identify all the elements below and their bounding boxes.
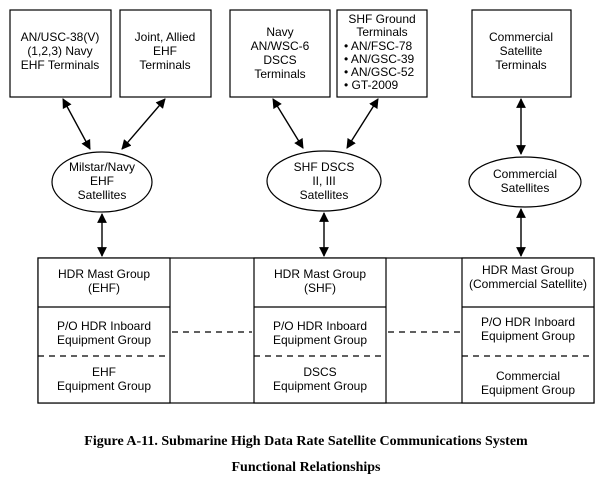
svg-text:• AN/FSC-78• AN/GSC-39• AN/GSC: • AN/FSC-78• AN/GSC-39• AN/GSC-52• GT-20… bbox=[344, 39, 415, 92]
connection-arrows bbox=[62, 98, 526, 257]
svg-text:HDR Mast Group(Commercial Sate: HDR Mast Group(Commercial Satellite) bbox=[469, 263, 587, 291]
figure-caption-line1: Figure A-11. Submarine High Data Rate Sa… bbox=[84, 434, 528, 449]
figure-caption-line2: Functional Relationships bbox=[232, 460, 382, 475]
svg-text:HDR Mast Group(EHF): HDR Mast Group(EHF) bbox=[58, 267, 150, 295]
group-commercial: HDR Mast Group(Commercial Satellite) P/O… bbox=[461, 257, 595, 404]
svg-text:HDR Mast Group(SHF): HDR Mast Group(SHF) bbox=[274, 267, 366, 295]
